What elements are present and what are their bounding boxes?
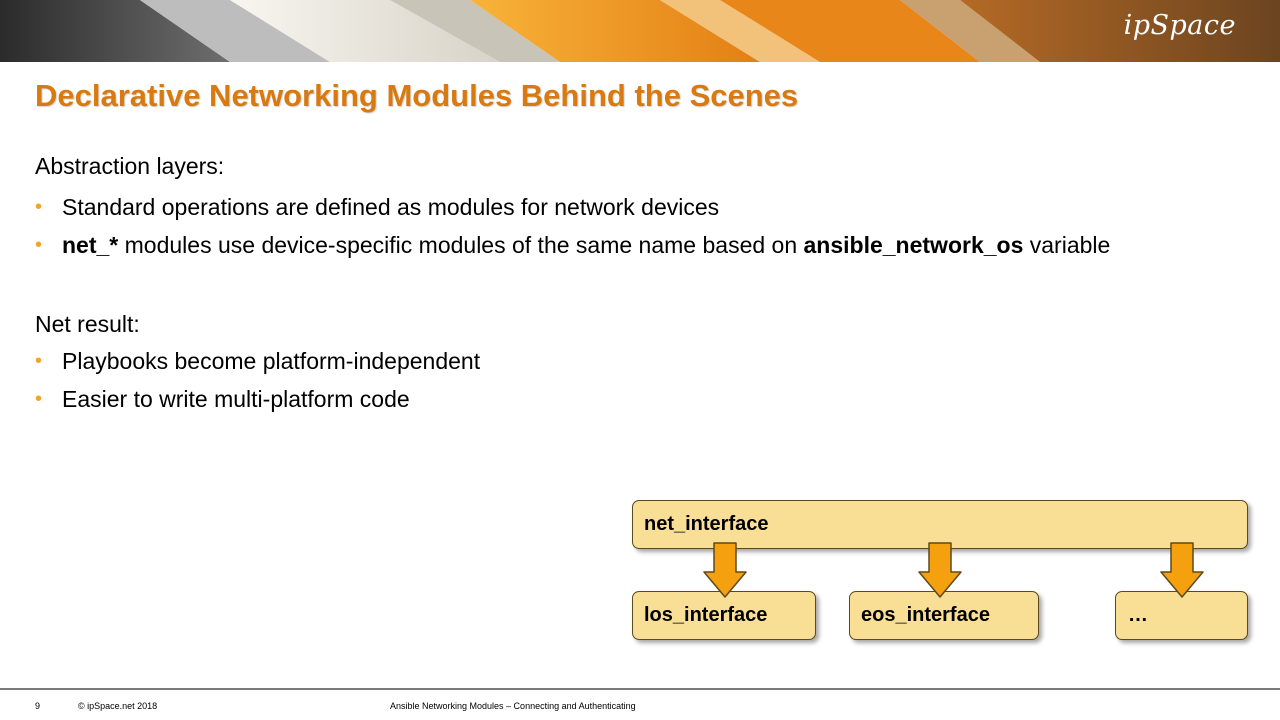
more-modules-box: … <box>1115 591 1248 640</box>
deck-title: Ansible Networking Modules – Connecting … <box>390 701 636 711</box>
eos-interface-box: eos_interface <box>849 591 1039 640</box>
list-item: • net_* modules use device-specific modu… <box>35 226 1110 264</box>
bullet-text: Standard operations are defined as modul… <box>62 194 720 220</box>
slide-title: Declarative Networking Modules Behind th… <box>35 78 799 113</box>
list-item: • Standard operations are defined as mod… <box>35 188 1110 226</box>
footer-divider <box>0 688 1280 690</box>
page-number: 9 <box>35 701 41 711</box>
bullet-icon: • <box>35 350 43 372</box>
bullet-bold-term: net_* <box>62 232 119 258</box>
bullet-text: Playbooks become platform-independent <box>62 348 481 374</box>
down-arrow-icon <box>703 542 747 598</box>
down-arrow-icon <box>918 542 962 598</box>
bullet-icon: • <box>35 196 43 218</box>
abstraction-bullet-list: • Standard operations are defined as mod… <box>35 188 1110 264</box>
list-item: • Playbooks become platform-independent <box>35 342 480 380</box>
net-result-bullet-list: • Playbooks become platform-independent … <box>35 342 480 418</box>
los-interface-box: los_interface <box>632 591 816 640</box>
copyright: © ipSpace.net 2018 <box>78 701 158 711</box>
ipspace-logo: ipSpace <box>1123 10 1236 41</box>
down-arrow-icon <box>1160 542 1204 598</box>
bullet-text: Easier to write multi-platform code <box>62 386 410 412</box>
list-item: • Easier to write multi-platform code <box>35 380 480 418</box>
bullet-icon: • <box>35 388 43 410</box>
header-banner: ipSpace <box>0 0 1280 62</box>
banner-stripes <box>0 0 1280 62</box>
section-label-net-result: Net result: <box>35 311 140 337</box>
bullet-text: modules use device-specific modules of t… <box>118 232 804 258</box>
bullet-icon: • <box>35 234 43 256</box>
bullet-bold-term: ansible_network_os <box>803 232 1024 258</box>
bullet-text: variable <box>1023 232 1111 258</box>
section-label-abstraction: Abstraction layers: <box>35 153 225 179</box>
